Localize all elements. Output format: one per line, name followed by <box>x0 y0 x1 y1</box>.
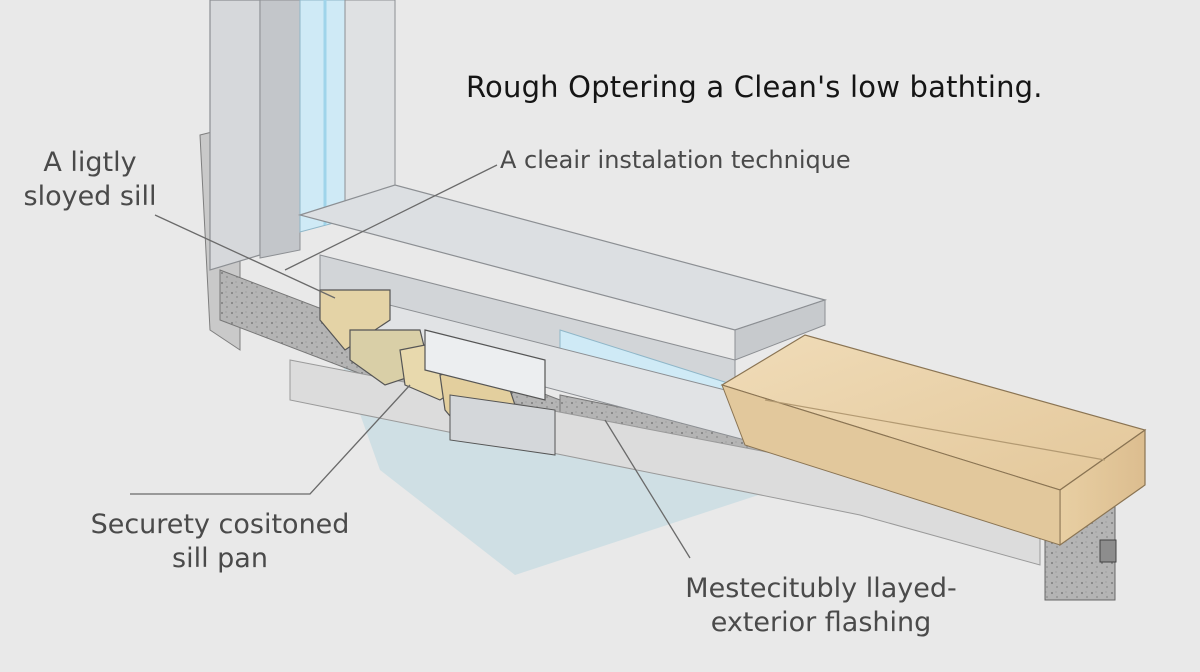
leader-sill <box>154 214 336 299</box>
label-installation-technique: A cleair instalation technique <box>500 146 851 174</box>
leader-flashing <box>604 419 691 559</box>
profile-box <box>424 329 546 401</box>
window-jamb-inner <box>259 0 301 259</box>
leader-pan <box>130 384 411 495</box>
wood-sill-side <box>721 384 1061 546</box>
window-jamb-outer <box>209 0 261 271</box>
profile-foot <box>449 394 556 456</box>
diagram-title: Rough Optering a Clean's low bathting. <box>466 70 1043 104</box>
label-sloped-sill: A ligtly sloyed sill <box>23 147 157 212</box>
label-exterior-flashing: Mestecitubly llayed- exterior flashing <box>685 573 957 638</box>
window-jamb-face <box>344 0 396 206</box>
sill-front-face <box>734 299 826 361</box>
pier-vent <box>1099 539 1117 563</box>
leader-technique <box>284 164 498 271</box>
window-glass <box>299 0 346 233</box>
label-sill-pan: Securety cositoned sill pan <box>90 509 350 574</box>
leader-lines <box>130 164 691 559</box>
